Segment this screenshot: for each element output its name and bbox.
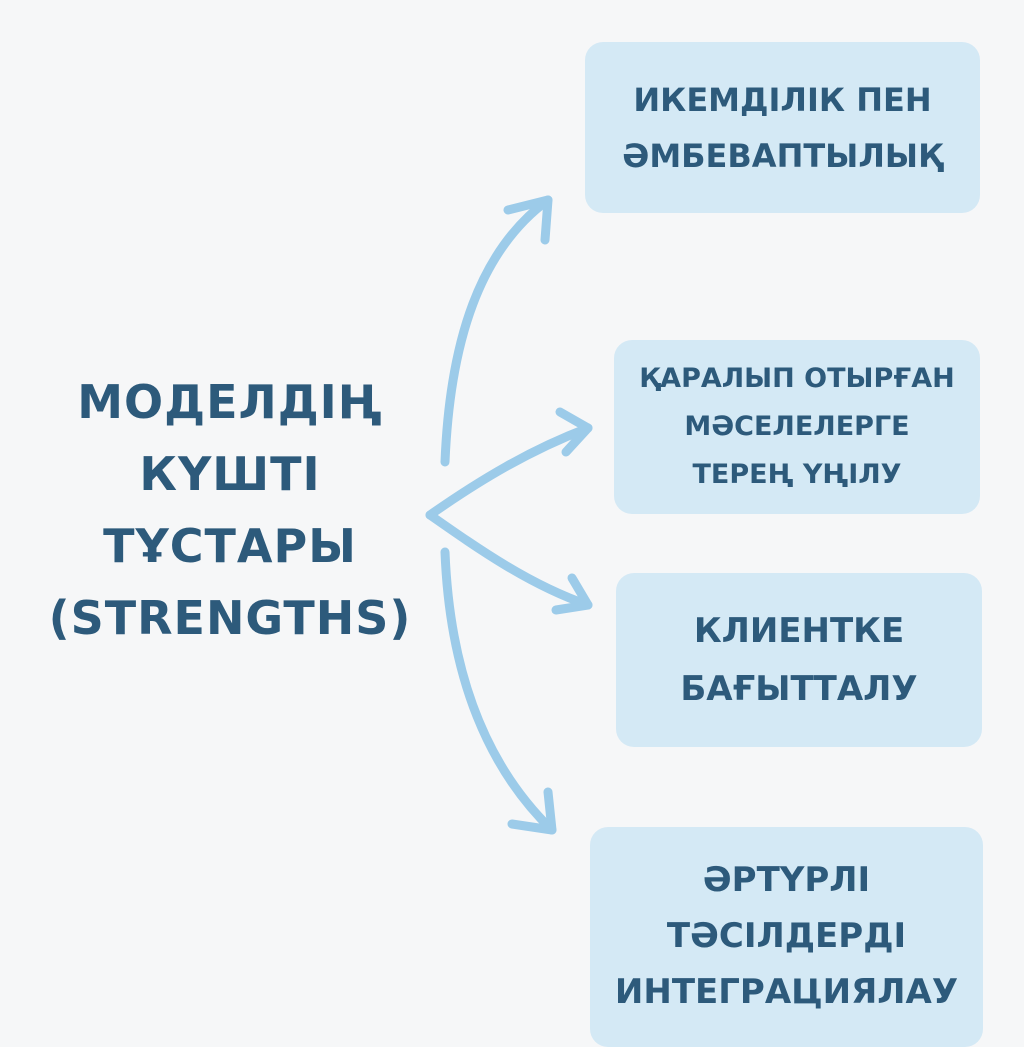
title-line: МОДЕЛДІҢ — [77, 375, 383, 429]
strength-box-flexibility: ИКЕМДІЛІК ПЕН ӘМБЕВАПТЫЛЫҚ — [585, 42, 980, 213]
box-line: ҚАРАЛЫП ОТЫРҒАН — [639, 363, 955, 394]
strength-box-client-focus: КЛИЕНТКЕ БАҒЫТТАЛУ — [616, 573, 982, 747]
title-line: (STRENGTHS) — [48, 591, 412, 645]
arrow-to-strength-1 — [440, 195, 553, 467]
box-line: МӘСЕЛЕЛЕРГЕ — [684, 411, 910, 442]
strength-box-deep-insight: ҚАРАЛЫП ОТЫРҒАН МӘСЕЛЕЛЕРГЕ ТЕРЕҢ ҮҢІЛУ — [614, 340, 980, 514]
strength-box-integration: ӘРТҮРЛІ ТӘСІЛДЕРДІ ИНТЕГРАЦИЯЛАУ — [590, 827, 983, 1047]
connector-arrows — [425, 195, 593, 835]
arrow-head-4 — [507, 787, 557, 835]
arrow-to-strength-3 — [425, 510, 593, 610]
title-line: ТҰСТАРЫ — [103, 519, 357, 573]
arrow-head-2 — [555, 407, 593, 457]
diagram-title: МОДЕЛДІҢ КҮШТІ ТҰСТАРЫ (STRENGTHS) — [40, 366, 420, 654]
title-line: КҮШТІ — [139, 447, 321, 501]
arrow-head-1 — [503, 195, 553, 245]
arrow-head-3 — [551, 573, 593, 615]
box-line: ТӘСІЛДЕРДІ — [666, 916, 907, 956]
box-line: ӘРТҮРЛІ — [702, 860, 871, 900]
box-line: БАҒЫТТАЛУ — [680, 669, 918, 709]
box-line: КЛИЕНТКЕ — [693, 611, 905, 651]
box-line: ТЕРЕҢ ҮҢІЛУ — [692, 459, 902, 490]
box-line: ИНТЕГРАЦИЯЛАУ — [614, 972, 959, 1012]
arrow-to-strength-2 — [425, 423, 593, 520]
box-line: ӘМБЕВАПТЫЛЫҚ — [622, 136, 943, 175]
box-line: ИКЕМДІЛІК ПЕН — [633, 80, 932, 119]
arrow-to-strength-4 — [440, 547, 557, 835]
